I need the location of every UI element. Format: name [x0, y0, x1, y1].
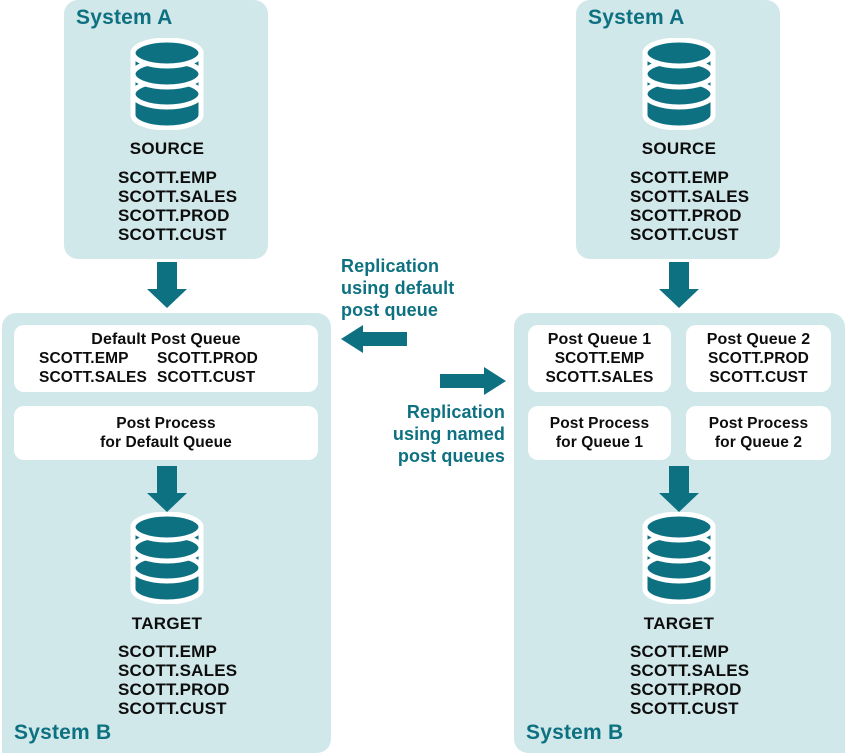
left-target-panel-title: System B — [14, 721, 112, 744]
right-target-table-list: SCOTT.EMP SCOTT.SALES SCOTT.PROD SCOTT.C… — [630, 642, 749, 718]
queue-table-item: SCOTT.PROD — [708, 350, 809, 367]
left-source-panel-title: System A — [76, 6, 173, 29]
database-cylinder-icon — [127, 38, 207, 130]
post-queue-1-box: Post Queue 1 SCOTT.EMP SCOTT.SALES — [528, 325, 671, 392]
queue-table-item: SCOTT.CUST — [157, 369, 256, 386]
post-process-line-2: for Queue 2 — [714, 434, 803, 451]
queue-table-item: SCOTT.EMP — [39, 350, 129, 367]
post-queue-2-header: Post Queue 2 — [706, 331, 811, 348]
replication-named-line-3: post queues — [397, 446, 505, 466]
table-list-item: SCOTT.SALES — [118, 187, 238, 206]
replication-default-line-1: Replication — [341, 256, 440, 276]
table-list-item: SCOTT.EMP — [118, 642, 218, 661]
left-target-db-caption: TARGET — [131, 614, 203, 633]
arrow-down-icon — [657, 262, 701, 308]
post-process-line-2: for Default Queue — [100, 434, 232, 451]
replication-default-line-3: post queue — [341, 300, 439, 320]
database-cylinder-icon — [639, 512, 719, 604]
database-cylinder-icon — [639, 38, 719, 130]
table-list-item: SCOTT.CUST — [630, 699, 739, 718]
post-queue-1-header: Post Queue 1 — [547, 331, 652, 348]
queue-table-item: SCOTT.SALES — [545, 369, 654, 386]
arrow-down-icon — [145, 466, 189, 512]
left-source-table-list: SCOTT.EMP SCOTT.SALES SCOTT.PROD SCOTT.C… — [118, 168, 237, 244]
arrow-down-icon — [145, 262, 189, 308]
database-cylinder-icon — [127, 512, 207, 604]
arrow-right-icon — [440, 367, 506, 395]
post-process-queue-1-box: Post Process for Queue 1 — [528, 406, 671, 460]
queue-table-item: SCOTT.PROD — [157, 350, 258, 367]
default-post-process-box: Post Process for Default Queue — [14, 406, 318, 460]
table-list-item: SCOTT.PROD — [118, 680, 230, 699]
arrow-down-icon — [657, 466, 701, 512]
table-list-item: SCOTT.CUST — [118, 699, 227, 718]
right-source-table-list: SCOTT.EMP SCOTT.SALES SCOTT.PROD SCOTT.C… — [630, 168, 749, 244]
queue-table-item: SCOTT.CUST — [709, 369, 808, 386]
post-queue-2-box: Post Queue 2 SCOTT.PROD SCOTT.CUST — [686, 325, 831, 392]
default-post-queue-header: Default Post Queue — [91, 331, 241, 348]
post-process-line-2: for Queue 1 — [555, 434, 644, 451]
table-list-item: SCOTT.SALES — [630, 187, 750, 206]
post-process-queue-2-box: Post Process for Queue 2 — [686, 406, 831, 460]
replication-named-label: Replication using named post queues — [393, 401, 505, 467]
left-source-db-caption: SOURCE — [129, 139, 205, 158]
table-list-item: SCOTT.PROD — [118, 206, 230, 225]
arrow-left-icon — [341, 325, 407, 353]
table-list-item: SCOTT.PROD — [630, 680, 742, 699]
right-source-panel-title: System A — [588, 6, 685, 29]
post-process-line-1: Post Process — [708, 415, 809, 432]
right-target-db-caption: TARGET — [643, 614, 715, 633]
default-post-queue-box: Default Post Queue SCOTT.EMP SCOTT.PROD … — [14, 325, 318, 392]
table-list-item: SCOTT.SALES — [630, 661, 750, 680]
table-list-item: SCOTT.PROD — [630, 206, 742, 225]
replication-named-line-1: Replication — [406, 402, 505, 422]
table-list-item: SCOTT.EMP — [630, 168, 730, 187]
table-list-item: SCOTT.EMP — [118, 168, 218, 187]
right-target-panel-title: System B — [526, 721, 624, 744]
replication-default-label: Replication using default post queue — [341, 255, 454, 321]
left-target-table-list: SCOTT.EMP SCOTT.SALES SCOTT.PROD SCOTT.C… — [118, 642, 237, 718]
post-process-line-1: Post Process — [116, 415, 216, 432]
table-list-item: SCOTT.CUST — [118, 225, 227, 244]
post-process-line-1: Post Process — [549, 415, 650, 432]
table-list-item: SCOTT.SALES — [118, 661, 238, 680]
right-source-db-caption: SOURCE — [641, 139, 717, 158]
queue-table-item: SCOTT.SALES — [39, 369, 147, 386]
table-list-item: SCOTT.CUST — [630, 225, 739, 244]
table-list-item: SCOTT.EMP — [630, 642, 730, 661]
queue-table-item: SCOTT.EMP — [554, 350, 645, 367]
replication-default-line-2: using default — [341, 278, 455, 298]
replication-named-line-2: using named — [392, 424, 505, 444]
